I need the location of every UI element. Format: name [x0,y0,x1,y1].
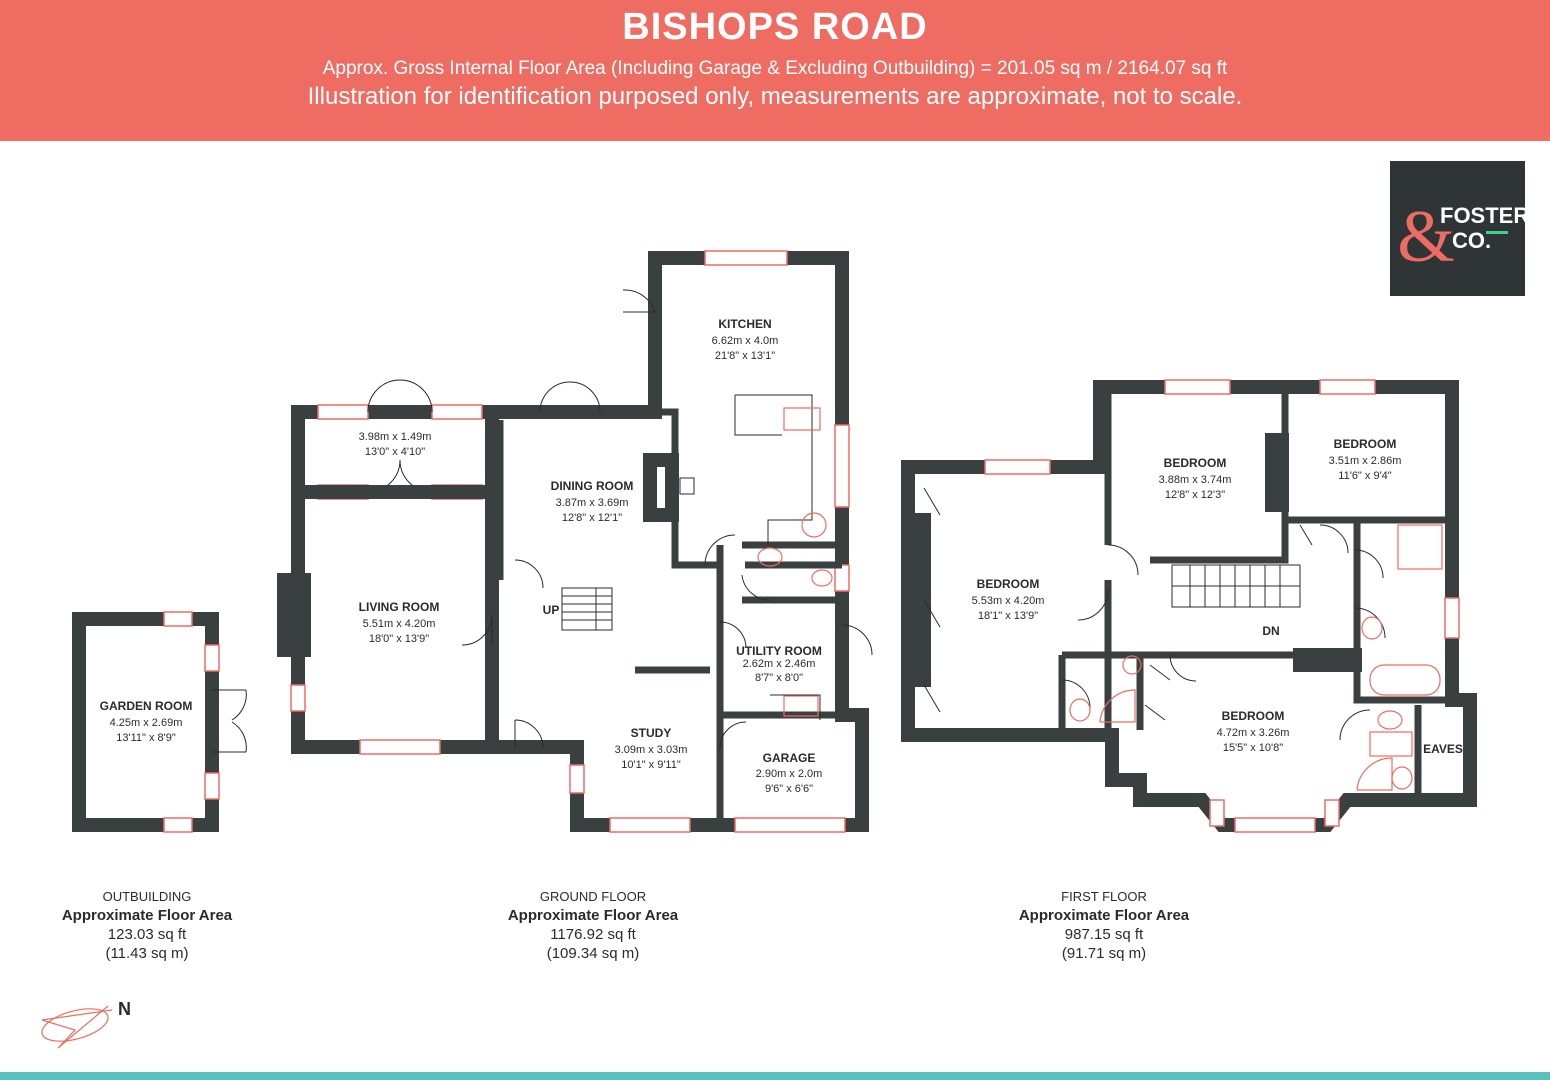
disclaimer: Illustration for identification purposed… [307,83,1243,110]
room-imperial-conservatory: 13'0" x 4'10" [365,446,425,458]
room-name-bedroom-3: BEDROOM [1334,437,1397,451]
ground-floor-stairs [561,587,613,631]
room-name-garage: GARAGE [763,751,816,765]
logo-text-foster: FOSTER [1440,203,1525,228]
north-label: N [118,999,131,1019]
room-metric-dining-room: 3.87m x 3.69m [556,497,629,509]
room-name-bedroom-4: BEDROOM [1222,709,1285,723]
caption-label: Approximate Floor Area [61,907,233,924]
caption-outbuilding: OUTBUILDING Approximate Floor Area 123.0… [17,887,277,963]
room-imperial-utility-room: 8'7" x 8'0" [755,672,803,684]
room-imperial-garden-room: 13'11" x 8'9" [116,732,176,744]
room-metric-garage: 2.90m x 2.0m [756,768,823,780]
room-metric-study: 3.09m x 3.03m [615,744,688,756]
room-metric-utility-room: 2.62m x 2.46m [743,658,816,670]
caption-sqft: 123.03 sq ft [107,926,187,943]
caption-sqft: 987.15 sq ft [1064,926,1144,943]
outbuilding-plan [72,611,247,833]
stairs-down-label: DN [1262,624,1279,638]
room-name-eaves: EAVES [1423,742,1463,756]
room-metric-bedroom-2: 3.88m x 3.74m [1159,474,1232,486]
room-name-utility-room: UTILITY ROOM [736,644,822,658]
logo-accent-line [1486,231,1508,234]
room-metric-bedroom-1: 5.53m x 4.20m [972,595,1045,607]
room-imperial-bedroom-3: 11'6" x 9'4" [1338,470,1391,482]
room-imperial-dining-room: 12'8" x 12'1" [562,512,622,524]
room-imperial-garage: 9'6" x 6'6" [765,783,813,795]
compass-icon [41,1005,113,1049]
caption-label: Approximate Floor Area [507,907,679,924]
caption-sqm: (11.43 sq m) [105,945,189,962]
footer-bar [0,1072,1550,1080]
room-name-garden-room: GARDEN ROOM [100,699,193,713]
room-imperial-bedroom-1: 18'1" x 13'9" [978,610,1038,622]
room-name-living-room: LIVING ROOM [359,600,440,614]
caption-floor-name: GROUND FLOOR [539,889,647,904]
room-imperial-bedroom-4: 15'5" x 10'8" [1223,742,1283,754]
room-name-bedroom-1: BEDROOM [977,577,1040,591]
room-name-study: STUDY [631,726,672,740]
room-name-bedroom-2: BEDROOM [1164,456,1227,470]
caption-sqft: 1176.92 sq ft [550,926,636,943]
caption-sqm: (91.71 sq m) [1061,945,1147,962]
room-imperial-study: 10'1" x 9'11" [621,759,681,771]
caption-label: Approximate Floor Area [1018,907,1190,924]
page-title: BISHOPS ROAD [622,6,928,48]
room-imperial-bedroom-2: 12'8" x 12'3" [1165,489,1225,501]
caption-sqm: (109.34 sq m) [546,945,640,962]
ground-floor-plan [277,250,873,833]
room-name-dining-room: DINING ROOM [551,479,634,493]
room-metric-bedroom-4: 4.72m x 3.26m [1217,727,1290,739]
room-imperial-kitchen: 21'8" x 13'1" [715,350,775,362]
room-labels: GARDEN ROOM 4.25m x 2.69m 13'11" x 8'9" … [100,317,1463,795]
caption-ground-floor: GROUND FLOOR Approximate Floor Area 1176… [463,887,723,963]
room-metric-garden-room: 4.25m x 2.69m [110,717,183,729]
foster-co-logo: & FOSTER CO. [1390,161,1529,296]
first-floor-plan [901,379,1477,833]
room-metric-bedroom-3: 3.51m x 2.86m [1329,455,1402,467]
room-metric-kitchen: 6.62m x 4.0m [712,335,779,347]
room-imperial-living-room: 18'0" x 13'9" [369,633,429,645]
caption-first-floor: FIRST FLOOR Approximate Floor Area 987.1… [974,887,1234,963]
first-floor-stairs [1171,564,1301,608]
room-metric-conservatory: 3.98m x 1.49m [359,431,432,443]
logo-text-co: CO. [1452,228,1491,253]
caption-floor-name: FIRST FLOOR [1061,889,1147,904]
caption-floor-name: OUTBUILDING [102,889,192,904]
header-banner: BISHOPS ROAD Approx. Gross Internal Floo… [0,0,1550,141]
logo-ampersand: & [1397,196,1455,278]
room-metric-living-room: 5.51m x 4.20m [363,618,436,630]
stairs-up-label: UP [543,603,560,617]
floor-area-summary: Approx. Gross Internal Floor Area (Inclu… [322,58,1228,79]
room-name-kitchen: KITCHEN [718,317,771,331]
